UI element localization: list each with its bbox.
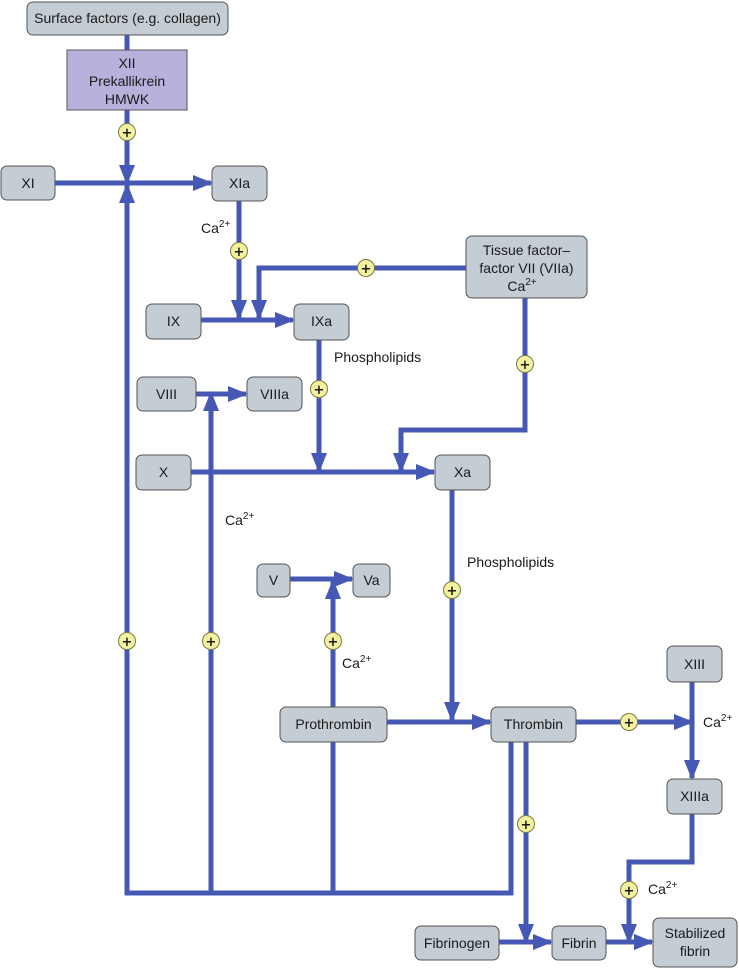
node-v: V xyxy=(256,563,291,598)
svg-text:X: X xyxy=(159,464,169,480)
svg-text:+: + xyxy=(234,245,245,260)
svg-text:IXa: IXa xyxy=(311,313,332,329)
plus-marker-prothrombin-v: + xyxy=(324,632,342,650)
node-ix: IX xyxy=(145,303,202,340)
svg-text:Prothrombin: Prothrombin xyxy=(295,716,371,732)
plus-markers: + + + + + + + + xyxy=(118,123,638,899)
svg-text:+: + xyxy=(206,635,217,650)
node-x: X xyxy=(135,454,192,491)
svg-text:+: + xyxy=(122,635,133,650)
node-viii: VIII xyxy=(136,376,197,412)
svg-text:fibrin: fibrin xyxy=(680,943,710,959)
node-surface-label: Surface factors (e.g. collagen) xyxy=(34,10,221,26)
svg-text:Xa: Xa xyxy=(454,464,471,480)
label-phospholipids-ixa: Phospholipids xyxy=(334,349,421,365)
arrow-xiiia-to-stabilized xyxy=(621,806,695,944)
node-surface-factors: Surface factors (e.g. collagen) xyxy=(26,1,229,36)
node-fibrin: Fibrin xyxy=(551,925,607,961)
label-ca-prothrombin: Ca2+ xyxy=(342,654,371,671)
node-prekallikrein-label: Prekallikrein xyxy=(89,73,165,89)
node-xii-label: XII xyxy=(118,55,135,71)
node-xiiia: XIIIa xyxy=(666,778,723,815)
label-phospholipids-xa: Phospholipids xyxy=(467,554,554,570)
svg-text:+: + xyxy=(328,635,339,650)
svg-text:Fibrin: Fibrin xyxy=(561,935,596,951)
node-thrombin: Thrombin xyxy=(490,706,577,743)
plus-marker-xa: + xyxy=(443,581,461,599)
node-tissue-factor: Tissue factor– factor VII (VIIa) Ca2+ xyxy=(465,235,588,299)
svg-text:Tissue factor–: Tissue factor– xyxy=(483,242,571,258)
node-xii-complex: XII Prekallikrein HMWK xyxy=(66,49,188,111)
svg-text:XIII: XIII xyxy=(684,656,705,672)
svg-text:Fibrinogen: Fibrinogen xyxy=(424,935,490,951)
node-viiia: VIIIa xyxy=(246,376,303,412)
arrow-tf-to-ixa xyxy=(251,265,466,320)
node-prothrombin: Prothrombin xyxy=(279,706,388,743)
svg-text:Ca2+: Ca2+ xyxy=(507,277,536,294)
svg-text:+: + xyxy=(520,358,531,373)
svg-text:XI: XI xyxy=(21,175,34,191)
svg-text:VIII: VIII xyxy=(156,386,177,402)
svg-text:+: + xyxy=(314,383,325,398)
svg-text:VIIIa: VIIIa xyxy=(260,386,289,402)
svg-text:Thrombin: Thrombin xyxy=(504,716,563,732)
node-xiii: XIII xyxy=(666,645,723,683)
node-ixa: IXa xyxy=(293,303,350,341)
plus-marker-tf-top: + xyxy=(357,259,375,277)
svg-text:+: + xyxy=(361,262,372,277)
svg-text:+: + xyxy=(624,884,635,899)
plus-marker-thrombin-fibrin: + xyxy=(517,815,535,833)
svg-text:V: V xyxy=(269,572,279,588)
plus-marker-xii: + xyxy=(118,123,136,141)
node-va: Va xyxy=(352,563,391,598)
plus-marker-thrombin-xiii: + xyxy=(620,713,638,731)
node-xia: XIa xyxy=(211,165,268,202)
plus-marker-xiiia: + xyxy=(620,881,638,899)
plus-marker-xia: + xyxy=(230,242,248,260)
svg-text:IX: IX xyxy=(167,313,181,329)
plus-marker-feedback-viii: + xyxy=(202,632,220,650)
svg-text:Stabilized: Stabilized xyxy=(665,925,726,941)
node-stabilized-fibrin: Stabilized fibrin xyxy=(652,917,738,968)
side-labels: Ca2+ Phospholipids Ca2+ Phospholipids Ca… xyxy=(201,219,732,897)
label-ca-xiiia: Ca2+ xyxy=(648,880,677,897)
svg-text:XIIIa: XIIIa xyxy=(680,788,709,804)
svg-text:factor VII (VIIa): factor VII (VIIa) xyxy=(479,260,573,276)
node-fibrinogen: Fibrinogen xyxy=(414,925,500,961)
svg-text:+: + xyxy=(447,584,458,599)
label-ca-xiii: Ca2+ xyxy=(703,713,732,730)
node-xa: Xa xyxy=(434,454,491,491)
plus-marker-feedback-left: + xyxy=(118,632,136,650)
label-ca-xia: Ca2+ xyxy=(201,219,230,236)
plus-marker-ixa: + xyxy=(310,380,328,398)
arrow-tf-to-xa xyxy=(393,298,528,473)
node-hmwk-label: HMWK xyxy=(105,91,150,107)
plus-marker-tf-right: + xyxy=(516,355,534,373)
svg-text:+: + xyxy=(624,716,635,731)
node-xi: XI xyxy=(0,165,56,201)
svg-text:+: + xyxy=(122,126,133,141)
label-ca-viii: Ca2+ xyxy=(225,511,254,528)
svg-text:Va: Va xyxy=(363,572,379,588)
svg-text:+: + xyxy=(521,818,532,833)
svg-text:XIa: XIa xyxy=(229,175,250,191)
